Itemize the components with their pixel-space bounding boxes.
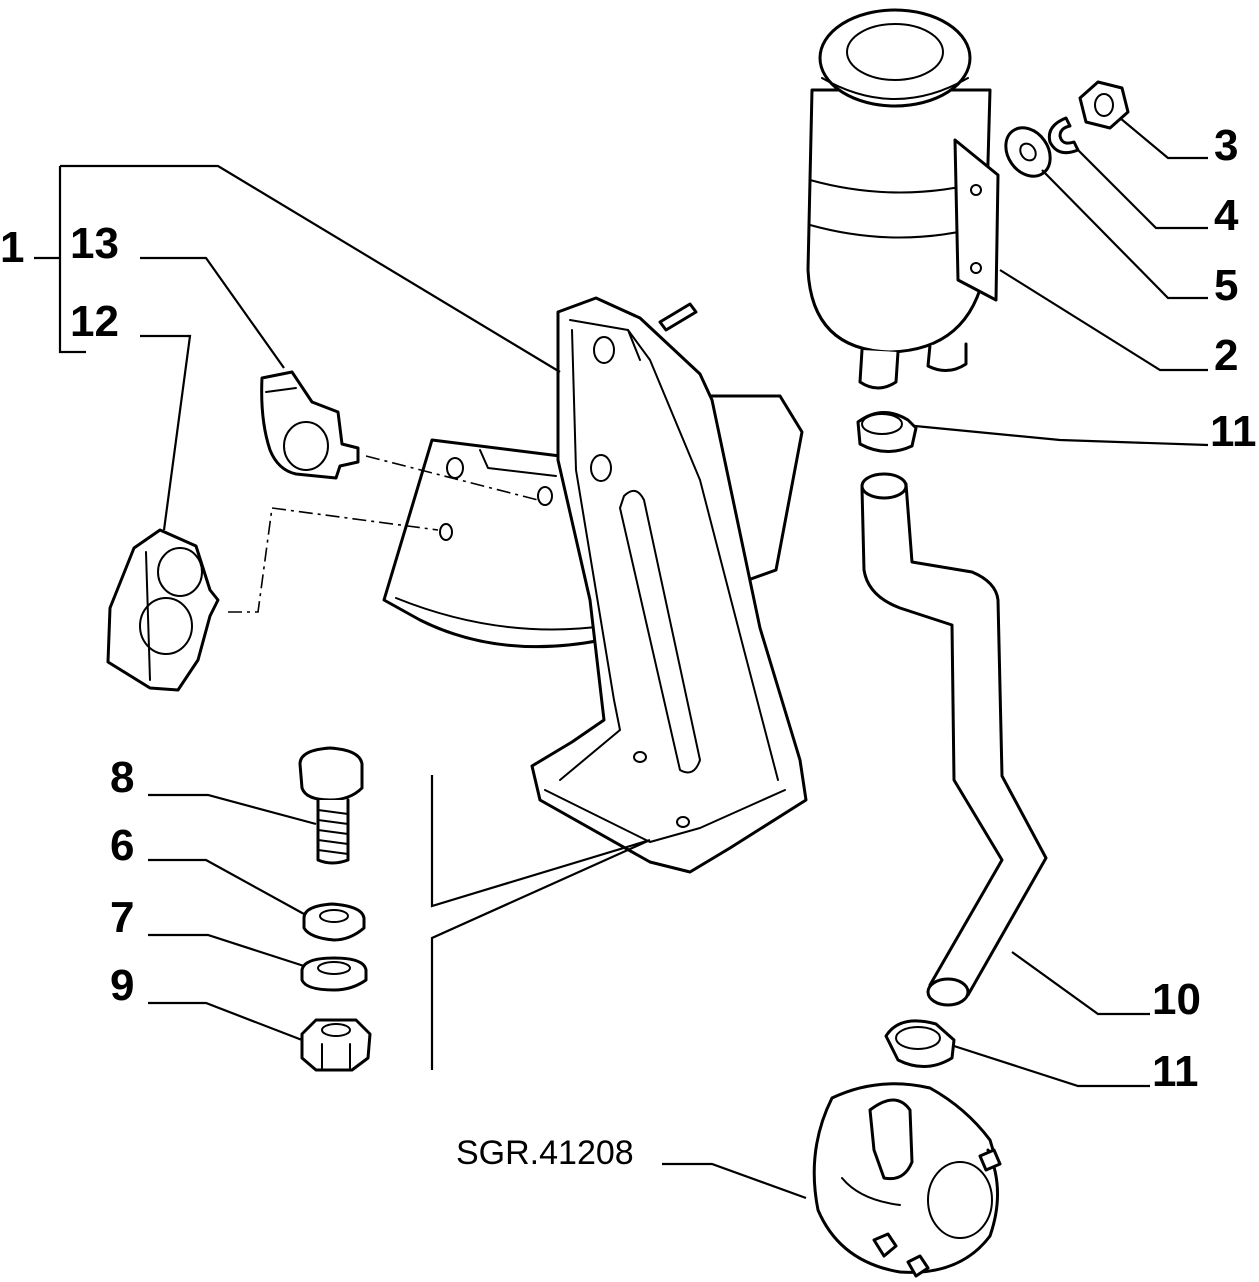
flat-washer-5[interactable] [997,119,1060,185]
callout-4: 4 [1214,191,1239,240]
callout-10: 10 [1152,975,1201,1024]
callout-12: 12 [70,297,119,346]
hose-clamp-11-bottom[interactable] [884,1019,956,1068]
callout-8: 8 [110,753,134,802]
bolt-8[interactable] [298,746,364,865]
callout-11-top: 11 [1210,407,1257,456]
callout-5: 5 [1214,261,1238,310]
clip-bracket-12[interactable] [106,528,220,692]
install-reference-line [430,775,651,1070]
callout-6: 6 [110,821,134,870]
nut-9[interactable] [300,1018,372,1072]
assembly-line-13 [365,455,539,501]
flat-washer-7[interactable] [300,956,368,992]
hose-clamp-11-top[interactable] [856,411,918,453]
nut-3[interactable] [1078,80,1130,130]
reference-code-label: SGR.41208 [456,1134,634,1172]
split-washer-4[interactable] [1047,116,1080,155]
fluid-reservoir[interactable] [806,8,1000,390]
main-bracket[interactable] [382,296,808,874]
clip-13[interactable] [260,370,360,480]
callout-13: 13 [70,219,119,268]
power-steering-pump[interactable] [812,1082,1002,1278]
hose-10[interactable] [860,472,1048,1007]
split-washer-6[interactable] [302,902,366,942]
leader-lines [34,117,1209,1200]
callout-11-bottom: 11 [1152,1047,1199,1096]
callout-1: 1 [0,223,24,272]
assembly-line-12 [228,507,439,613]
callout-2: 2 [1214,331,1238,380]
callout-3: 3 [1214,121,1238,170]
callout-9: 9 [110,961,134,1010]
callout-7: 7 [110,893,134,942]
